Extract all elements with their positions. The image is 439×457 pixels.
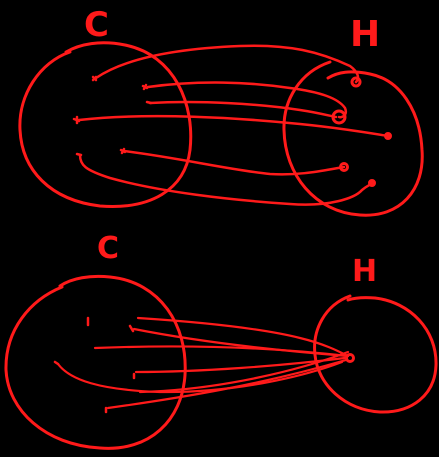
bottom-right-set-label: H (352, 254, 377, 289)
mapping-curve (77, 114, 390, 138)
bottom-left-set-oval (4, 274, 187, 450)
mapping-curve (138, 350, 350, 394)
mapping-curve (94, 44, 360, 84)
bottom-right-set-point (345, 353, 355, 363)
point (350, 76, 362, 88)
mapping-curve (78, 153, 374, 206)
top-diagram: C H (18, 5, 424, 217)
mapping-curve (56, 360, 344, 394)
mapping-curve (122, 149, 346, 176)
point (368, 179, 376, 187)
mapping-curve (136, 316, 350, 358)
mapping-curve (146, 81, 347, 119)
bottom-diagram: C H (4, 231, 438, 450)
top-left-set-label: C (84, 5, 109, 45)
mapping-curve (148, 100, 338, 119)
point (128, 324, 135, 333)
bottom-left-set-label: C (97, 231, 119, 266)
top-right-set-oval (282, 60, 424, 217)
top-left-set-oval (18, 41, 193, 209)
top-right-set-label: H (350, 14, 380, 55)
bottom-mapping-arrows (56, 316, 350, 410)
top-mapping-arrows (77, 44, 390, 206)
point (141, 83, 149, 91)
mapping-curve (93, 345, 350, 358)
bottom-left-set-points (53, 316, 136, 414)
mapping-curve (106, 358, 348, 410)
